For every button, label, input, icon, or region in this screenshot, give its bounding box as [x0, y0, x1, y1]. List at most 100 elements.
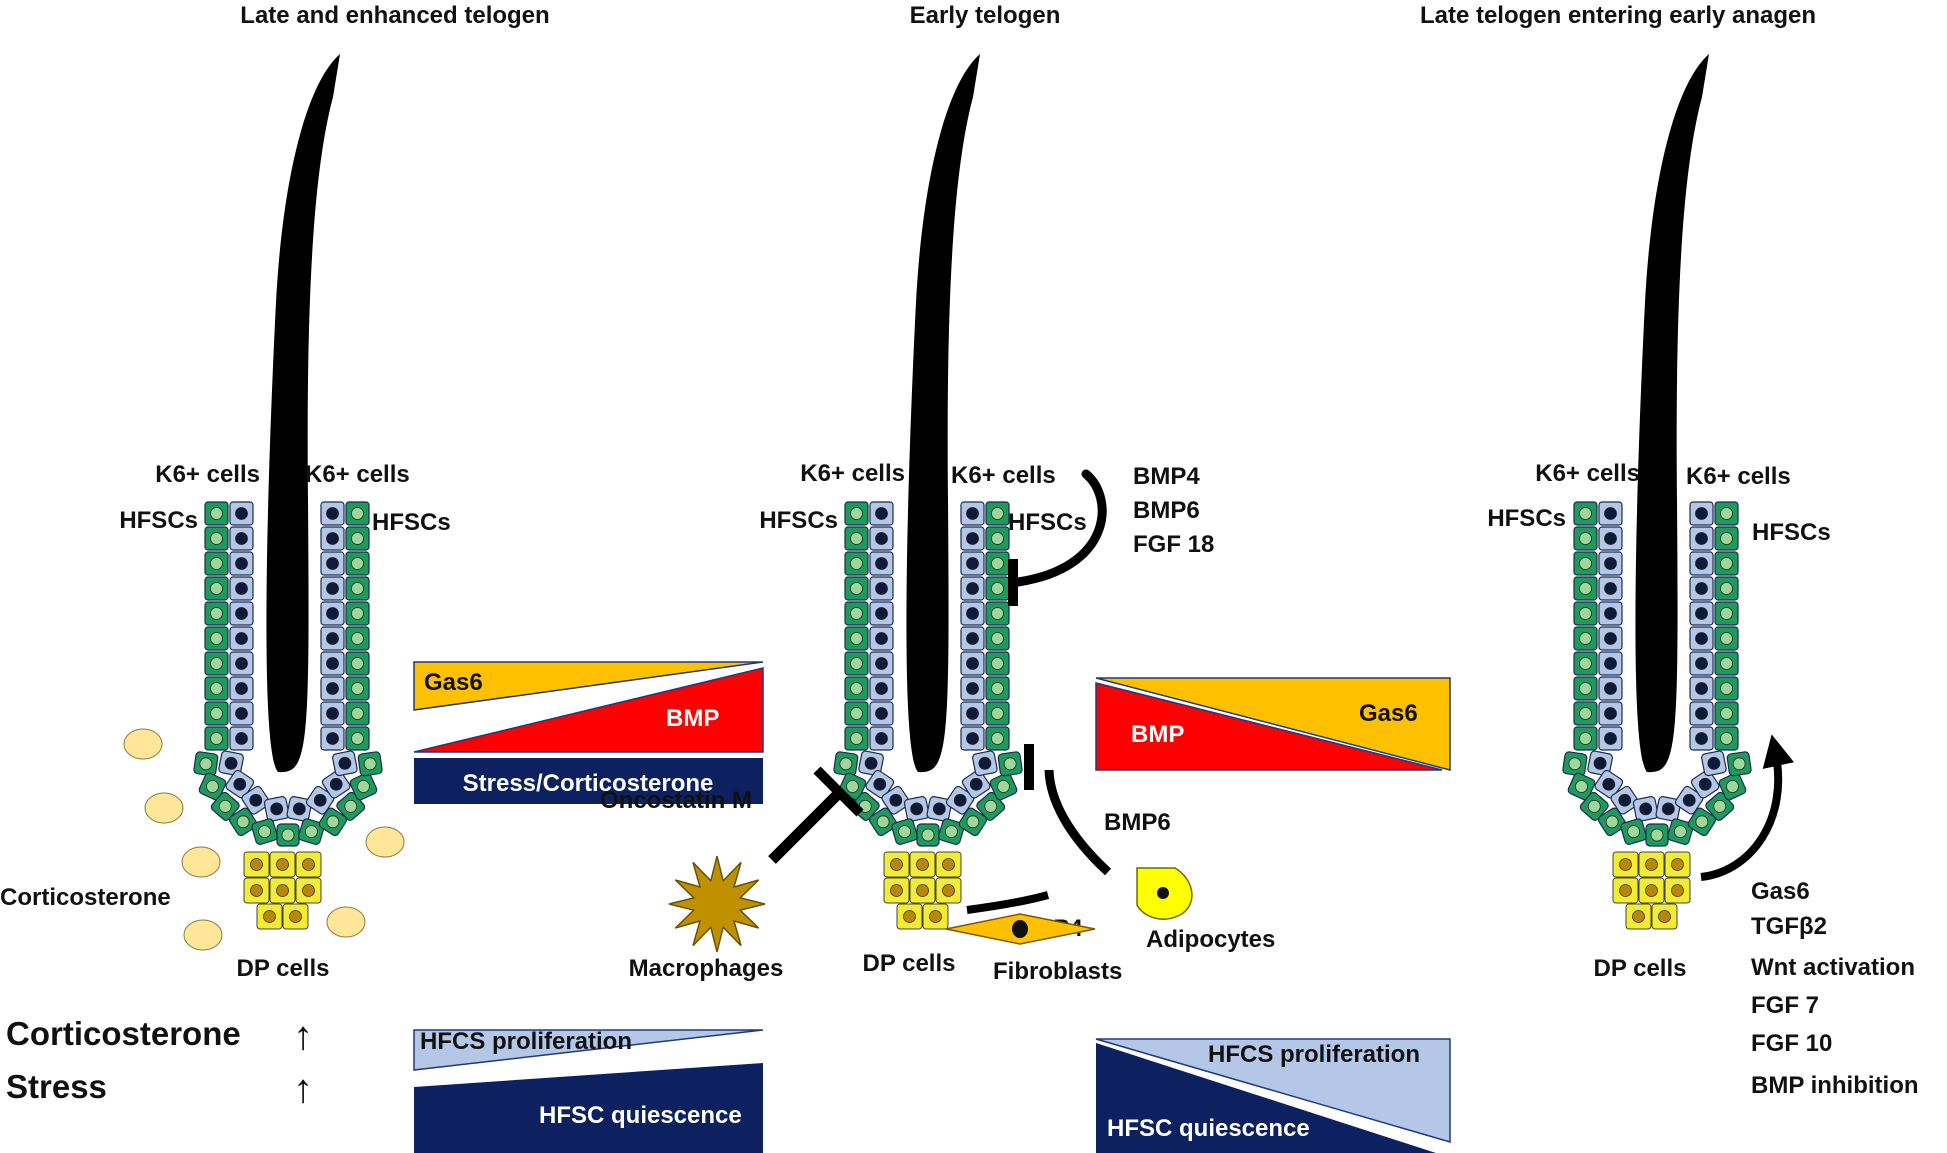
- cell-nucleus: [1568, 757, 1582, 771]
- cell-nucleus: [1604, 557, 1617, 570]
- cell-nucleus: [850, 732, 863, 745]
- cell-nucleus: [875, 682, 888, 695]
- cell-nucleus: [875, 582, 888, 595]
- legend-corticosterone: Corticosterone: [6, 1015, 241, 1052]
- macrophages-label: Macrophages: [629, 955, 784, 982]
- cell-nucleus: [258, 825, 272, 839]
- cell-nucleus: [991, 707, 1004, 720]
- corticosterone-dot: [123, 728, 163, 760]
- cell-nucleus: [1604, 657, 1617, 670]
- oncostatin-label: Oncostatin M: [600, 787, 752, 814]
- cell-nucleus: [210, 582, 223, 595]
- cell-nucleus: [991, 607, 1004, 620]
- cell-nucleus: [302, 858, 315, 871]
- cell-nucleus: [864, 756, 878, 770]
- cell-nucleus: [236, 815, 250, 829]
- activation-signal: Wnt activation: [1751, 954, 1915, 981]
- cell-nucleus: [326, 815, 340, 829]
- cell-nucleus: [224, 756, 238, 770]
- cell-nucleus: [210, 707, 223, 720]
- corticosterone-label: Corticosterone: [0, 884, 171, 911]
- cell-nucleus: [281, 828, 295, 842]
- cell-nucleus: [351, 532, 364, 545]
- corticosterone-dot: [144, 792, 184, 824]
- cell-nucleus: [351, 582, 364, 595]
- cell-nucleus: [235, 532, 248, 545]
- cell-nucleus: [1604, 507, 1617, 520]
- cell-nucleus: [1695, 582, 1708, 595]
- cell-nucleus: [875, 532, 888, 545]
- cell-nucleus: [276, 884, 289, 897]
- cell-nucleus: [1650, 828, 1664, 842]
- quiescence-label-right: HFSC quiescence: [1107, 1115, 1310, 1142]
- cell-nucleus: [351, 657, 364, 670]
- cell-nucleus: [210, 532, 223, 545]
- stress-bar-rect: [414, 758, 763, 804]
- cell-nucleus: [875, 657, 888, 670]
- cell-nucleus: [1604, 632, 1617, 645]
- feedback-inhibition-arrow: [1013, 469, 1107, 587]
- cell-nucleus: [898, 825, 912, 839]
- cell-nucleus: [875, 707, 888, 720]
- cell-nucleus: [966, 815, 980, 829]
- proliferation-wedge-left: [413, 1029, 764, 1071]
- cell-nucleus: [1575, 780, 1588, 793]
- bmp6-inhibition-arrow: [1044, 769, 1112, 876]
- cell-nucleus: [210, 632, 223, 645]
- cell-nucleus: [351, 507, 364, 520]
- dp-label-middle: DP cells: [863, 950, 956, 977]
- bmp-label-right: BMP: [1131, 721, 1184, 748]
- bmp-wedge-left: [413, 667, 764, 753]
- cell-nucleus: [932, 802, 946, 816]
- cell-nucleus: [326, 557, 339, 570]
- cell-nucleus: [1720, 707, 1733, 720]
- panel-title-left: Late and enhanced telogen: [240, 2, 549, 29]
- activation-signal: FGF 10: [1751, 1030, 1832, 1057]
- k6-label-middle-b: K6+ cells: [951, 462, 1056, 489]
- cell-nucleus: [235, 557, 248, 570]
- dp-label-left: DP cells: [237, 955, 330, 982]
- cell-nucleus: [250, 884, 263, 897]
- cell-nucleus: [351, 632, 364, 645]
- corticosterone-dot: [181, 846, 221, 878]
- cell-nucleus: [1720, 732, 1733, 745]
- cell-nucleus: [1720, 532, 1733, 545]
- cell-nucleus: [210, 557, 223, 570]
- cell-nucleus: [1720, 632, 1733, 645]
- hair-shaft: [266, 54, 340, 773]
- cell-nucleus: [276, 858, 289, 871]
- cell-nucleus: [1661, 802, 1675, 816]
- cell-nucleus: [351, 732, 364, 745]
- cell-nucleus: [1695, 632, 1708, 645]
- cell-nucleus: [344, 799, 358, 813]
- cell-nucleus: [1579, 707, 1592, 720]
- legend-stress: Stress: [6, 1068, 107, 1105]
- cell-nucleus: [1720, 507, 1733, 520]
- cell-nucleus: [850, 582, 863, 595]
- cell-nucleus: [1579, 607, 1592, 620]
- stress-bar-label: Stress/Corticosterone: [463, 770, 714, 797]
- panel-title-right: Late telogen entering early anagen: [1420, 2, 1816, 29]
- cell-nucleus: [210, 732, 223, 745]
- activation-signal: Gas6: [1751, 878, 1810, 905]
- cell-nucleus: [363, 757, 377, 771]
- cell-nucleus: [1695, 507, 1708, 520]
- cell-nucleus: [1579, 557, 1592, 570]
- cell-nucleus: [289, 910, 302, 923]
- activation-signal: TGFβ2: [1751, 913, 1827, 940]
- fibroblast-nucleus: [1012, 920, 1028, 938]
- cell-nucleus: [263, 910, 276, 923]
- cell-nucleus: [1695, 732, 1708, 745]
- panel-title-middle: Early telogen: [910, 2, 1061, 29]
- cell-nucleus: [966, 582, 979, 595]
- cell-nucleus: [235, 657, 248, 670]
- cell-nucleus: [850, 632, 863, 645]
- cell-nucleus: [1720, 557, 1733, 570]
- cell-nucleus: [850, 532, 863, 545]
- hfsc-label-right-b: HFSCs: [1752, 519, 1831, 546]
- hfsc-label-right-a: HFSCs: [1487, 505, 1566, 532]
- k6-label-left-b: K6+ cells: [305, 461, 410, 488]
- proliferation-quiescence-left: HFCS proliferation HFSC quiescence: [413, 1028, 764, 1153]
- activation-signal: BMP inhibition: [1751, 1072, 1919, 1099]
- cell-nucleus: [846, 780, 859, 793]
